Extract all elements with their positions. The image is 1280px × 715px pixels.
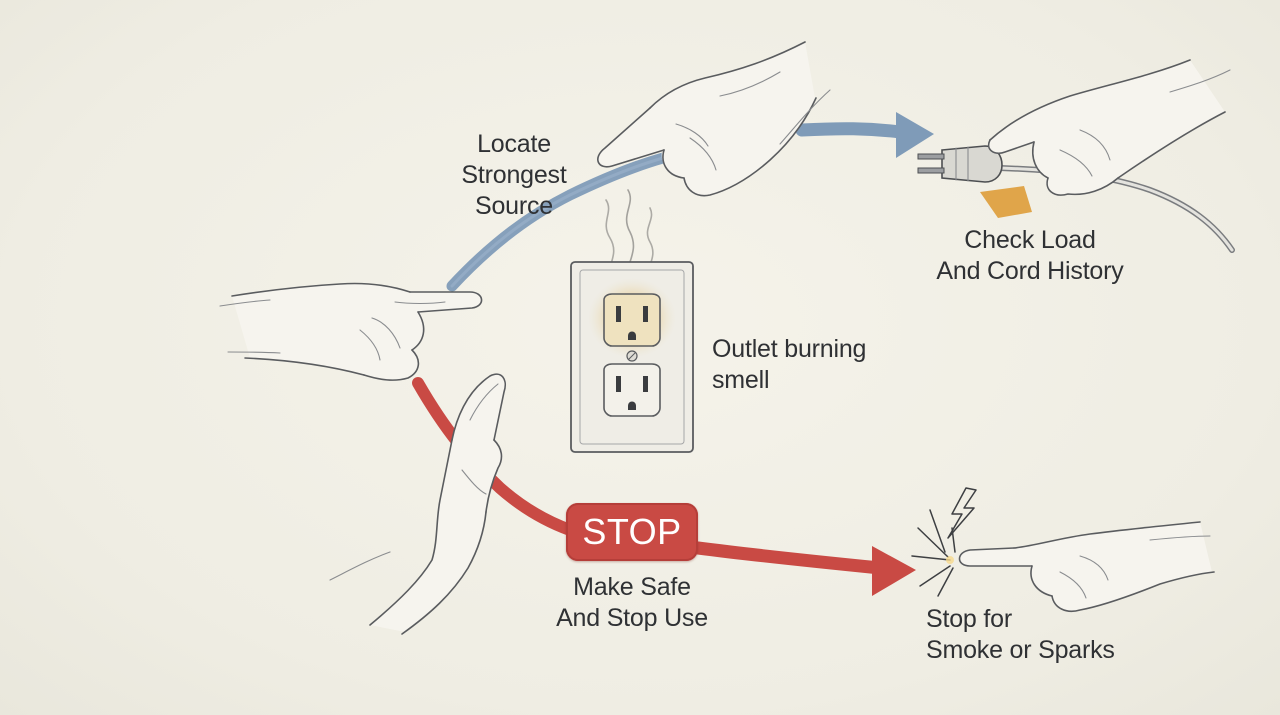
check-label-line-2: And Cord History <box>936 257 1124 285</box>
locate-label-line-2: Strongest <box>461 161 567 189</box>
safe-path-arrow-1 <box>446 152 669 292</box>
outlet-label-line-2: smell <box>712 366 770 394</box>
plug-icon <box>917 145 1003 183</box>
stop-for-smoke-label: Stop for Smoke or Sparks <box>926 604 1146 666</box>
sparks-label-line-1: Stop for <box>926 605 1012 633</box>
plug-hand-icon <box>917 59 1235 253</box>
outlet-burning-smell-label: Outlet burning smell <box>712 334 912 396</box>
locate-label-line-1: Locate <box>477 130 551 158</box>
sparks-label-line-2: Smoke or Sparks <box>926 636 1115 664</box>
check-load-label: Check Load And Cord History <box>915 225 1145 287</box>
spark-icon <box>911 509 956 597</box>
lightning-icon <box>947 487 977 539</box>
check-label-line-1: Check Load <box>964 226 1096 254</box>
safe-path-arrow-2 <box>795 112 934 158</box>
pointing-hand-icon <box>219 282 483 381</box>
locate-strongest-source-label: Locate Strongest Source <box>444 129 584 222</box>
stop-badge: STOP <box>566 503 698 561</box>
stop-hand-icon <box>329 373 506 635</box>
outlet-label-line-1: Outlet burning <box>712 335 867 363</box>
danger-path-arrow <box>412 377 916 596</box>
outlet-icon <box>570 189 694 453</box>
make-safe-label: Make Safe And Stop Use <box>540 572 724 634</box>
make-safe-line-1: Make Safe <box>573 573 691 601</box>
cord-tag-icon <box>980 186 1032 218</box>
sparks-hand-icon <box>958 521 1215 612</box>
make-safe-line-2: And Stop Use <box>556 604 708 632</box>
locate-label-line-3: Source <box>474 192 553 220</box>
locate-hand-icon <box>597 41 831 197</box>
